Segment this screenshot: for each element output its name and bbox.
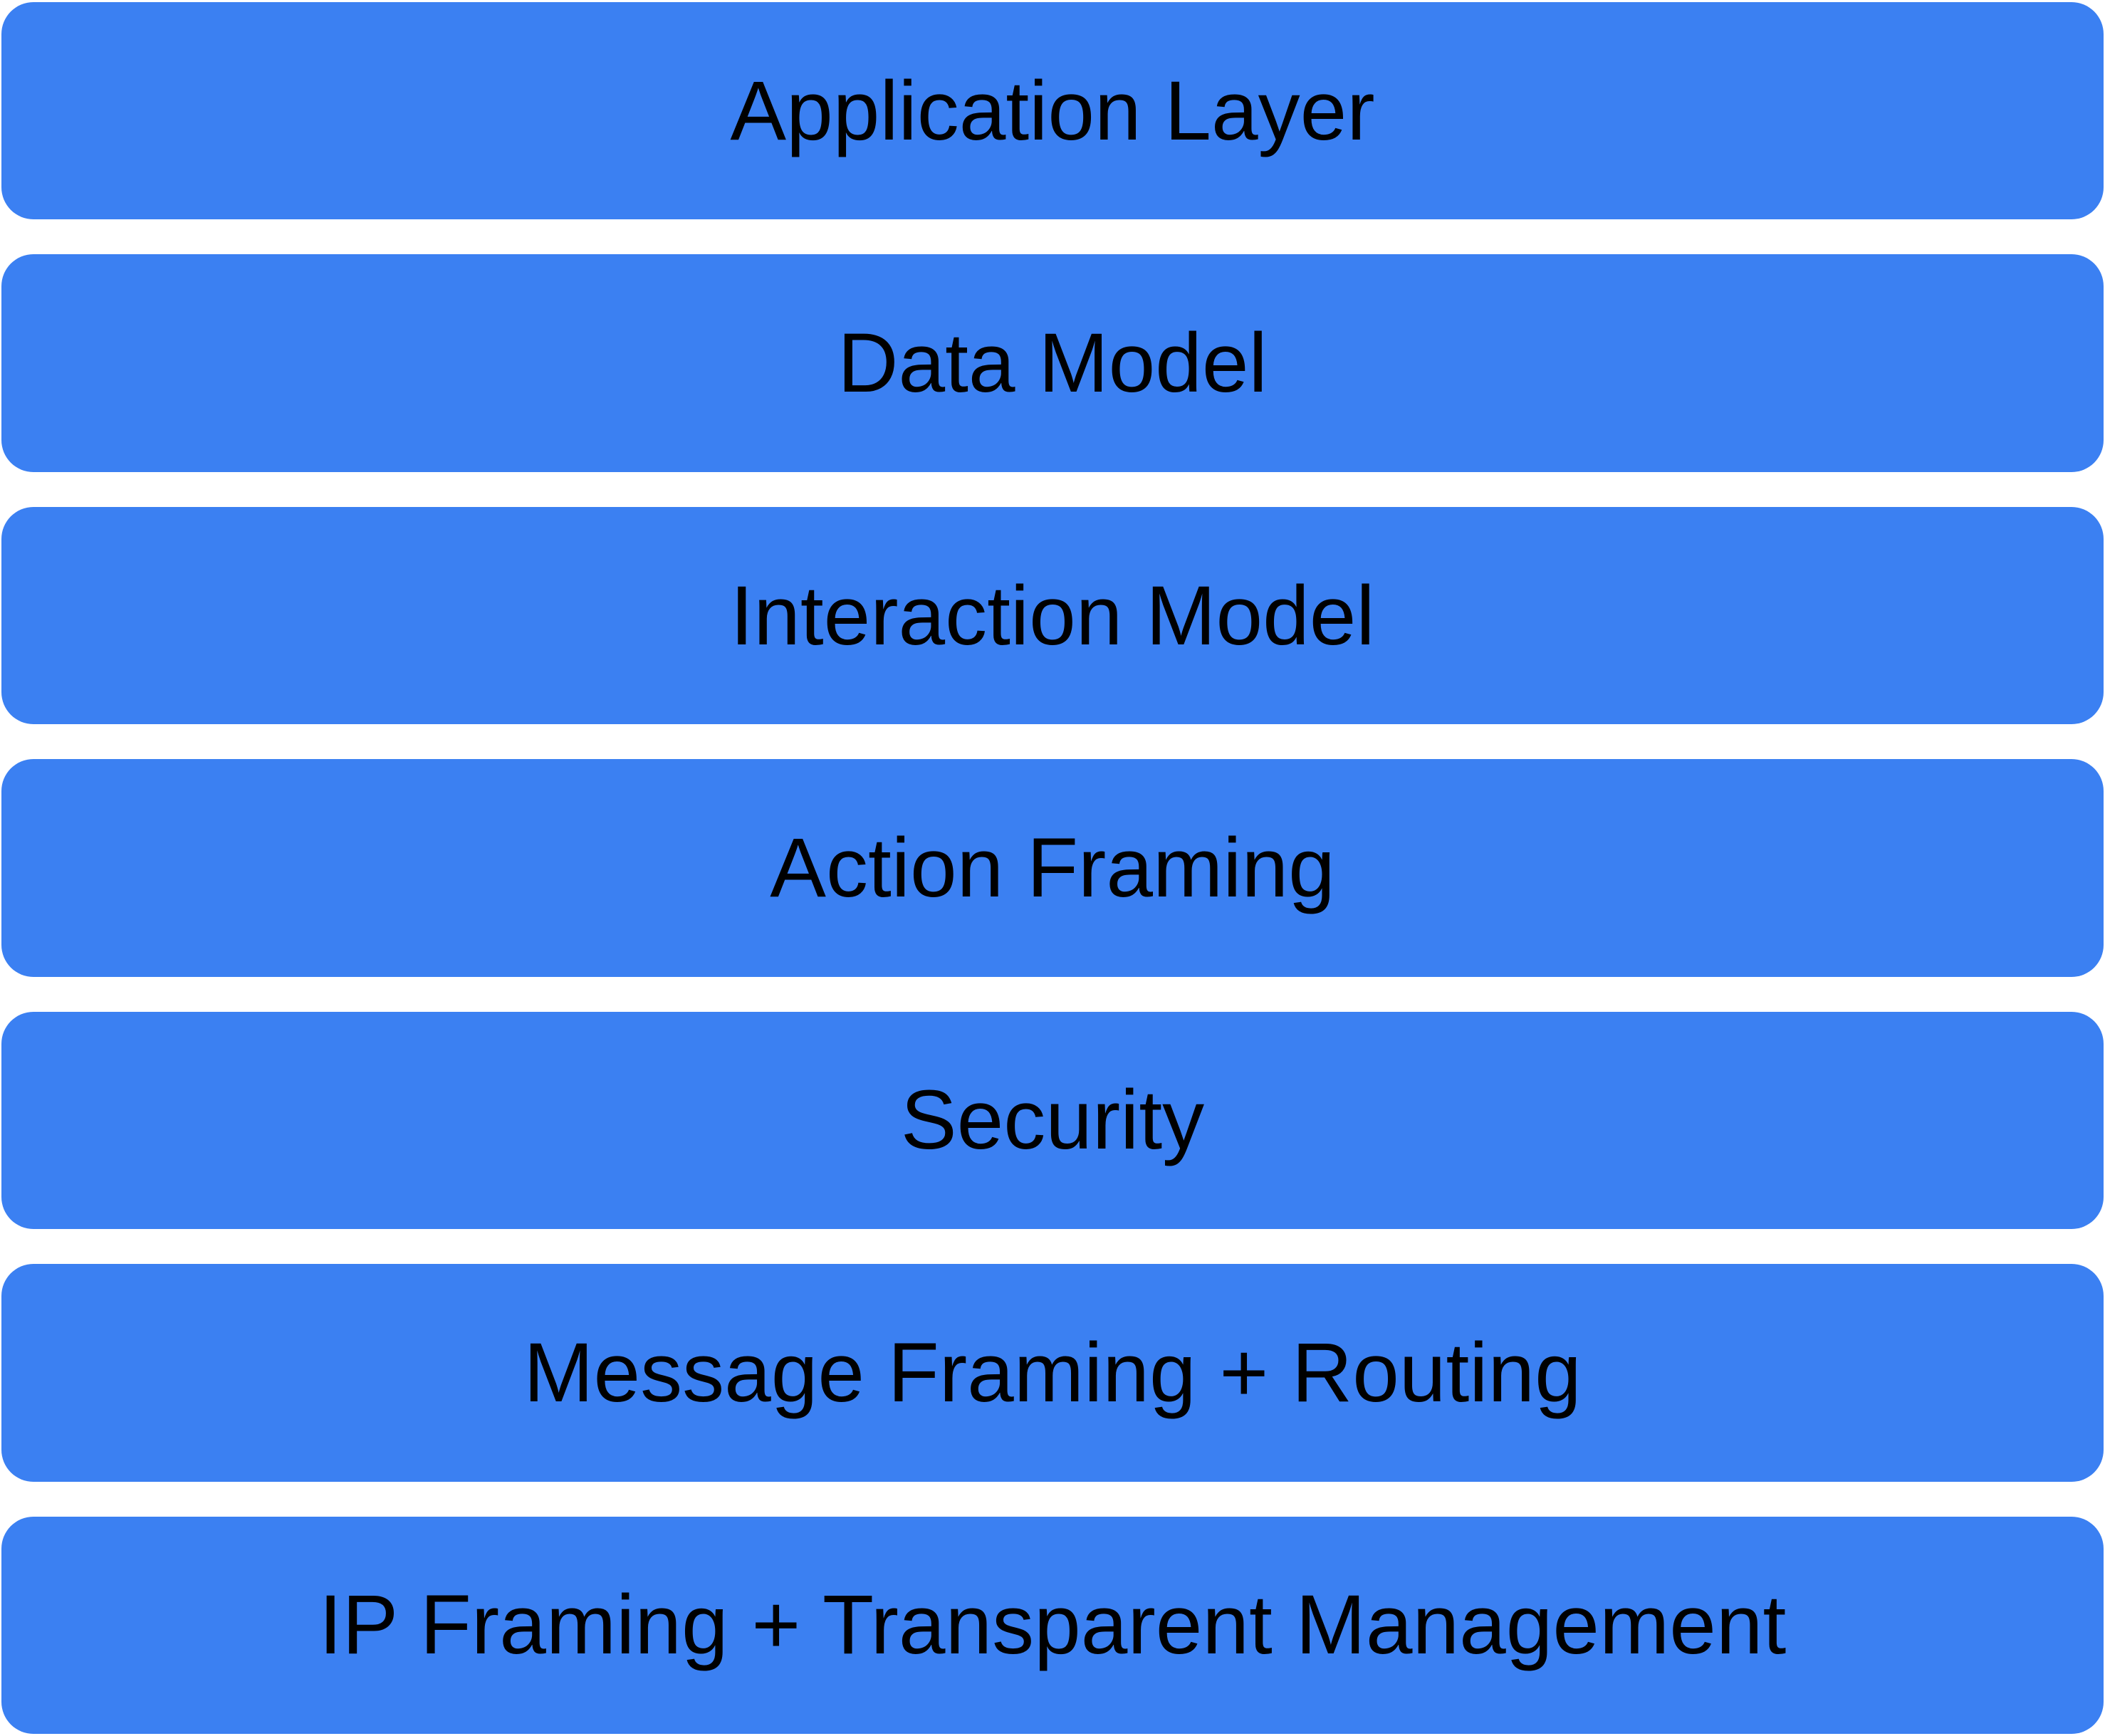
layer-application: Application Layer [1,2,2104,220]
layer-data-model: Data Model [1,254,2104,472]
layer-label: IP Framing + Transparent Management [318,1578,1787,1673]
layer-label: Data Model [837,316,1268,411]
layer-interaction-model: Interaction Model [1,506,2104,725]
layer-security: Security [1,1011,2104,1230]
layer-message-framing-routing: Message Framing + Routing [1,1264,2104,1482]
layer-action-framing: Action Framing [1,759,2104,977]
layer-ip-framing-transparent-management: IP Framing + Transparent Management [1,1516,2104,1734]
layer-label: Action Framing [770,820,1335,915]
layer-label: Message Framing + Routing [523,1325,1582,1420]
layer-label: Application Layer [730,63,1375,158]
layer-label: Interaction Model [730,568,1375,663]
layer-label: Security [900,1073,1205,1168]
